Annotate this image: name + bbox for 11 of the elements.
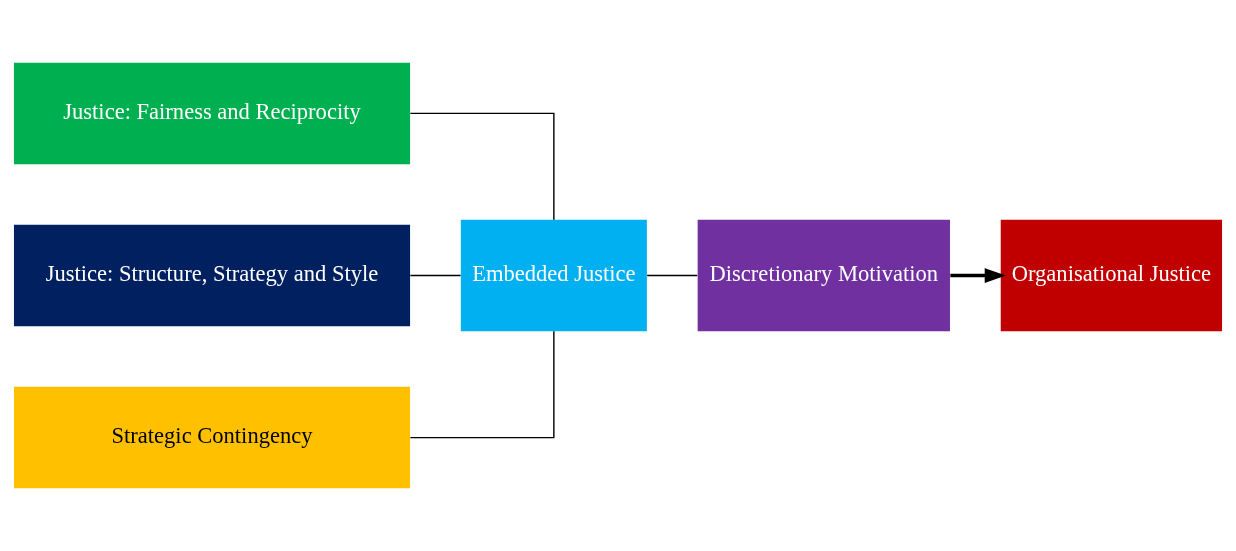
node-box: Discretionary Motivation [697,219,950,332]
arrow [950,268,1006,283]
node-box: Strategic Contingency [13,386,411,489]
node-box: Embedded Justice [460,219,647,332]
connector [409,112,555,221]
connector [646,274,698,277]
node-box: Organisational Justice [1000,219,1223,332]
connector [409,330,555,439]
node-box: Justice: Fairness and Reciprocity [13,62,411,165]
connector [409,274,462,277]
node-box: Justice: Structure, Strategy and Style [13,224,411,327]
